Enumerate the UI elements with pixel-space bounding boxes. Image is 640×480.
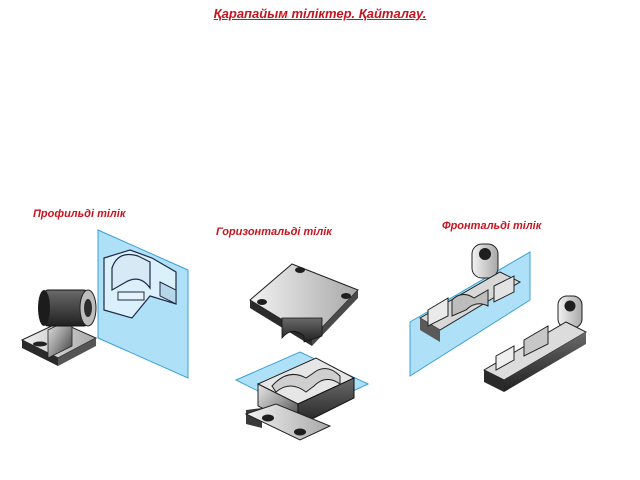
frontal-section-figure [409,243,588,392]
profile-part-bracket [20,289,98,366]
slide-title: Қарапайым тіліктер. Қайталау. [213,6,427,21]
frontal-part-top [419,243,522,342]
profile-section-figure [20,229,189,379]
horizontal-part-bottom [244,357,356,441]
profile-section-shape [103,249,177,319]
horizontal-part-top [249,263,359,346]
horizontal-section-label: Горизонтальді тілік [216,226,332,238]
profile-section-label: Профильді тілік [33,208,126,220]
frontal-part-bottom [482,295,588,392]
horizontal-section-figure [234,263,370,441]
frontal-section-label: Фронтальді тілік [442,220,542,232]
